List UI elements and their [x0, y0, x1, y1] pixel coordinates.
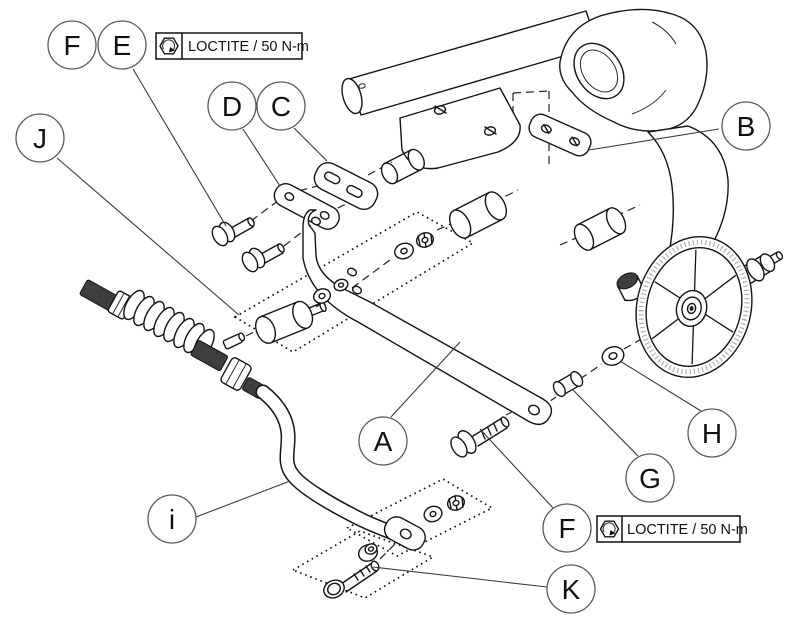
bracket-a	[302, 209, 553, 426]
washer-j3	[394, 242, 414, 260]
callout-d: D	[207, 81, 257, 131]
callout-j: J	[15, 113, 65, 163]
flange-bolt-e2	[241, 243, 285, 273]
link-plate-d	[273, 183, 340, 230]
pivot-pin	[254, 300, 327, 344]
frame-socket	[559, 8, 708, 132]
callout-j-label: J	[33, 123, 47, 154]
callout-i: i	[147, 494, 197, 544]
callout-g: G	[625, 453, 675, 503]
callout-f-bottom: F	[542, 503, 592, 553]
callout-h: H	[687, 408, 737, 458]
callout-e: E	[97, 20, 147, 70]
hex-bolt-k2	[323, 560, 380, 599]
washer-j1	[312, 288, 332, 304]
torque-note-bottom-text: LOCTITE / 50 N-m	[627, 522, 748, 538]
tube-eyelet	[383, 516, 426, 551]
plate-b	[528, 113, 592, 157]
callout-a-label: A	[374, 426, 393, 457]
callout-h-label: H	[702, 418, 722, 449]
callout-c-label: C	[271, 91, 291, 122]
spacer-tube-small	[380, 148, 425, 185]
link-plate-c	[313, 161, 379, 211]
callout-b-label: B	[737, 111, 756, 142]
flange-bolt-f	[450, 416, 510, 458]
callout-f-top-label: F	[63, 30, 80, 61]
callout-k: K	[546, 564, 596, 614]
callout-f-bottom-label: F	[558, 513, 575, 544]
nut-j	[415, 232, 435, 248]
bushing-k2	[357, 543, 379, 562]
adjuster-stud	[222, 332, 246, 350]
threaded-end-2	[190, 340, 229, 372]
callout-f-top: F	[47, 20, 97, 70]
loctite-hex-icon	[159, 37, 179, 55]
handle-tube	[255, 384, 426, 551]
leader-lines	[56, 68, 720, 588]
flange-bolt-e1	[211, 217, 255, 247]
spacer-tube-1	[448, 191, 508, 239]
torque-note-top: LOCTITE / 50 N-m	[155, 32, 309, 60]
callout-g-label: G	[639, 463, 661, 494]
torque-note-bottom: LOCTITE / 50 N-m	[596, 515, 748, 543]
washer-k1	[423, 505, 443, 523]
callout-e-label: E	[113, 30, 132, 61]
callout-b: B	[721, 101, 771, 151]
anti-tip-wheel	[635, 236, 753, 378]
hex-nut-2	[220, 357, 252, 391]
spacer-g	[552, 370, 584, 398]
spring-rod-assembly	[79, 279, 266, 399]
nut-k1	[446, 495, 466, 511]
callout-c: C	[256, 81, 306, 131]
frame-assembly	[341, 8, 729, 302]
callout-d-label: D	[222, 91, 242, 122]
axle-bolt	[724, 251, 784, 294]
callout-i-label: i	[169, 504, 175, 535]
spacer-tube-2	[573, 207, 627, 251]
loctite-hex-icon	[599, 520, 620, 538]
gusset-plate	[399, 87, 521, 170]
washer-h	[601, 346, 625, 366]
washer-j2	[333, 278, 349, 292]
callout-a: A	[358, 416, 408, 466]
compression-spring	[123, 289, 215, 360]
callout-k-label: K	[562, 574, 581, 605]
torque-note-top-text: LOCTITE / 50 N-m	[188, 39, 309, 55]
